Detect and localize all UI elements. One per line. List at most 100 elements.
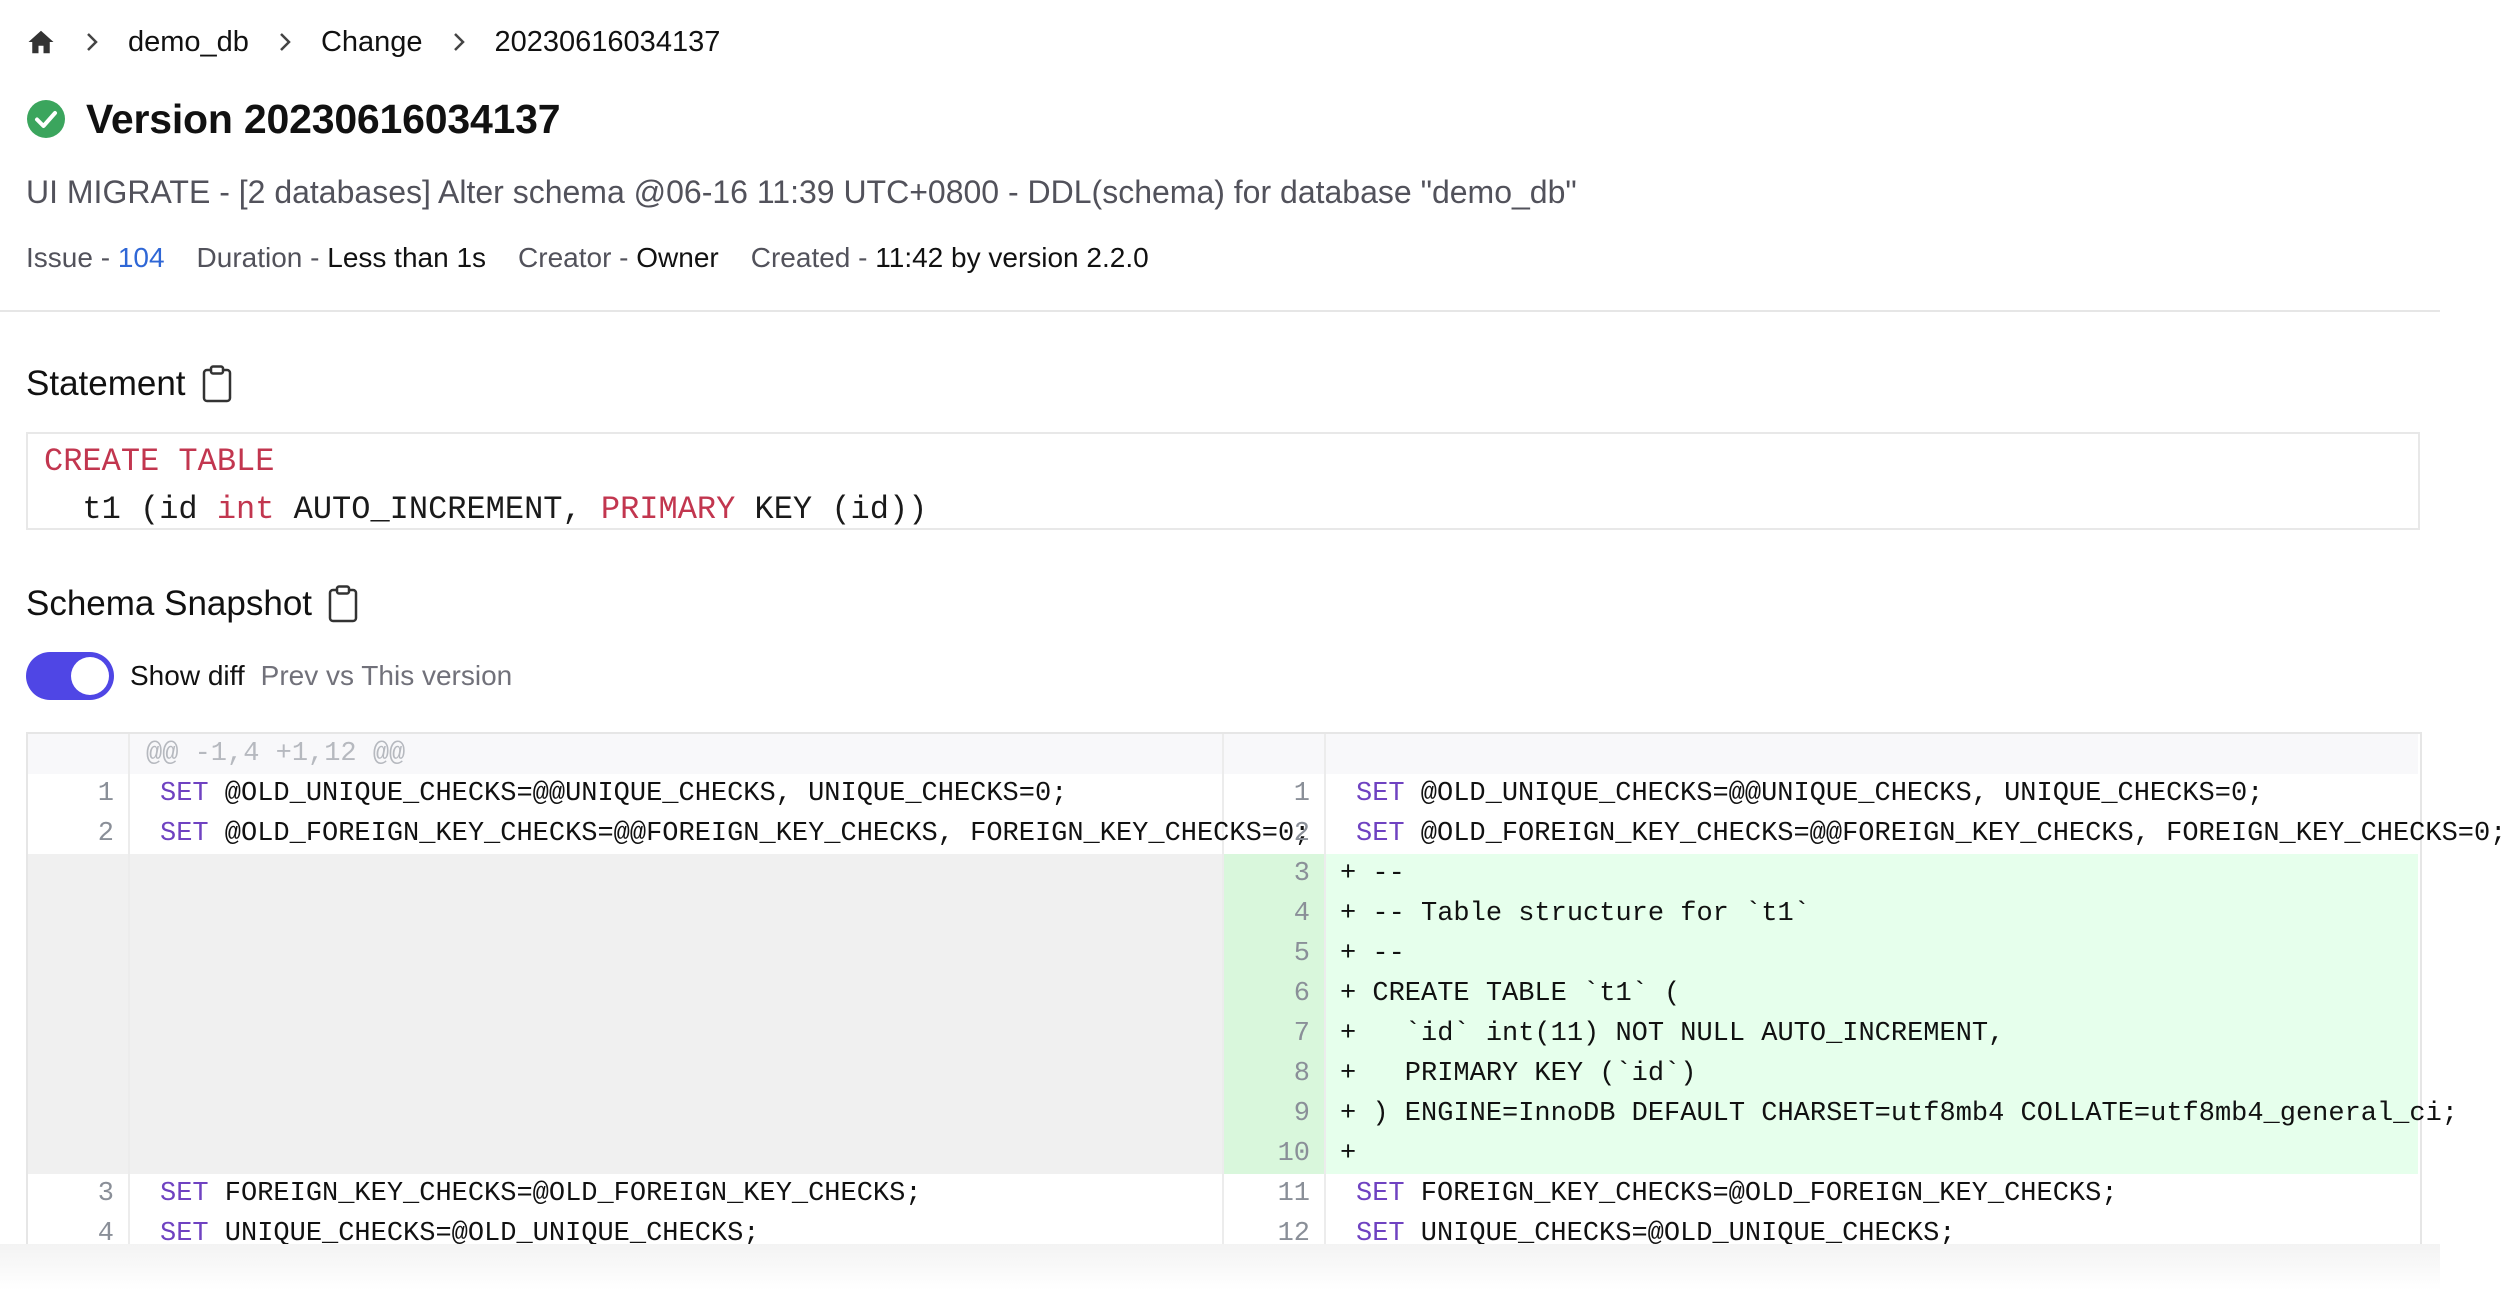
sql-text: @OLD_UNIQUE_CHECKS=@@UNIQUE_CHECKS, UNIQ… [1404, 779, 2264, 809]
diff-code-added: + CREATE TABLE `t1` ( [1326, 974, 2418, 1014]
show-diff-row: Show diff Prev vs This version [26, 650, 512, 702]
sql-text: AUTO_INCREMENT, [274, 491, 601, 528]
diff-row-added: 9 + ) ENGINE=InnoDB DEFAULT CHARSET=utf8… [28, 1094, 2458, 1134]
diff-row-added: 7 + `id` int(11) NOT NULL AUTO_INCREMENT… [28, 1014, 2420, 1054]
diff-code-added: + PRIMARY KEY (`id`) [1326, 1054, 2418, 1094]
line-number [28, 734, 130, 774]
diff-add-text: + ) ENGINE=InnoDB DEFAULT CHARSET=utf8mb… [1340, 1099, 2458, 1129]
sql-keyword: PRIMARY [600, 491, 736, 528]
toggle-knob [71, 657, 109, 695]
diff-code: SET @OLD_FOREIGN_KEY_CHECKS=@@FOREIGN_KE… [1326, 814, 2506, 854]
diff-code-empty [130, 854, 1224, 894]
diff-add-text: + PRIMARY KEY (`id`) [1340, 1059, 1697, 1089]
meta-creator: Creator - Owner [518, 238, 719, 278]
change-description: UI MIGRATE - [2 databases] Alter schema … [26, 174, 1577, 210]
line-number: 1 [28, 774, 130, 814]
diff-row-added: 10 + [28, 1134, 2420, 1174]
meta-creator-label: Creator - [518, 242, 637, 273]
issue-link[interactable]: 104 [117, 242, 165, 273]
title-row: Version 20230616034137 [26, 92, 561, 146]
chevron-right-icon [82, 30, 102, 54]
line-number [28, 934, 130, 974]
line-number: 4 [28, 1214, 130, 1254]
line-number: 4 [1224, 894, 1326, 934]
diff-add-text: + `id` int(11) NOT NULL AUTO_INCREMENT, [1340, 1019, 2005, 1049]
line-number: 1 [1224, 774, 1326, 814]
line-number: 9 [1224, 1094, 1326, 1134]
breadcrumb-item-database[interactable]: demo_db [128, 26, 249, 58]
diff-code-empty [130, 974, 1224, 1014]
diff-code-added: + ) ENGINE=InnoDB DEFAULT CHARSET=utf8mb… [1326, 1094, 2458, 1134]
diff-code-added: + -- Table structure for `t1` [1326, 894, 2418, 934]
diff-code-added: + `id` int(11) NOT NULL AUTO_INCREMENT, [1326, 1014, 2418, 1054]
diff-hunk-row: @@ -1,4 +1,12 @@ [28, 734, 2420, 774]
diff-row: 2 SET @OLD_FOREIGN_KEY_CHECKS=@@FOREIGN_… [28, 814, 2506, 854]
diff-code-added: + -- [1326, 934, 2418, 974]
line-number [28, 1014, 130, 1054]
line-number: 7 [1224, 1014, 1326, 1054]
line-number [28, 974, 130, 1014]
sql-text: t1 (id [44, 491, 217, 528]
line-number: 11 [1224, 1174, 1326, 1214]
meta-duration-value: Less than 1s [327, 242, 487, 273]
bottom-fade [0, 1244, 2440, 1290]
diff-code [1326, 734, 2418, 774]
sql-keyword: SET [1356, 779, 1405, 809]
diff-row: 1 SET @OLD_UNIQUE_CHECKS=@@UNIQUE_CHECKS… [28, 774, 2420, 814]
diff-add-text: + [1340, 1139, 1357, 1169]
statement-header: Statement [26, 364, 232, 404]
statement-line-2: t1 (id int AUTO_INCREMENT, PRIMARY KEY (… [44, 486, 2402, 534]
hunk-header: @@ -1,4 +1,12 @@ [130, 734, 1224, 774]
clipboard-icon[interactable] [202, 365, 232, 403]
meta-duration: Duration - Less than 1s [197, 238, 487, 278]
meta-row: Issue - 104 Duration - Less than 1s Crea… [26, 238, 1181, 278]
diff-code-added: + -- [1326, 854, 2418, 894]
divider [0, 310, 2440, 312]
success-check-icon [26, 99, 66, 139]
sql-keyword: int [216, 491, 275, 528]
schema-diff-viewer[interactable]: @@ -1,4 +1,12 @@ 1 SET @OLD_UNIQUE_CHECK… [26, 732, 2506, 1254]
sql-text: @OLD_FOREIGN_KEY_CHECKS=@@FOREIGN_KEY_CH… [208, 819, 1311, 849]
line-number [28, 894, 130, 934]
meta-duration-label: Duration - [196, 242, 328, 273]
diff-code-empty [130, 934, 1224, 974]
diff-code-empty [130, 1054, 1224, 1094]
sql-text: KEY (id)) [735, 491, 928, 528]
diff-compare-hint: Prev vs This version [260, 660, 513, 691]
diff-code-empty [130, 1014, 1224, 1054]
page: demo_db Change 20230616034137 Version 20… [0, 22, 2506, 1290]
line-number [28, 1134, 130, 1174]
line-number: 2 [28, 814, 130, 854]
show-diff-toggle[interactable] [26, 652, 114, 700]
clipboard-icon[interactable] [328, 585, 358, 623]
line-number: 5 [1224, 934, 1326, 974]
sql-keyword: SET [1356, 1179, 1405, 1209]
line-number [28, 854, 130, 894]
diff-code: SET FOREIGN_KEY_CHECKS=@OLD_FOREIGN_KEY_… [130, 1174, 1224, 1214]
breadcrumb: demo_db Change 20230616034137 [26, 22, 720, 62]
breadcrumb-item-change[interactable]: Change [320, 26, 423, 58]
diff-row-added: 8 + PRIMARY KEY (`id`) [28, 1054, 2420, 1094]
diff-code: SET @OLD_FOREIGN_KEY_CHECKS=@@FOREIGN_KE… [130, 814, 1310, 854]
sql-text: FOREIGN_KEY_CHECKS=@OLD_FOREIGN_KEY_CHEC… [1404, 1179, 2118, 1209]
sql-text: @OLD_FOREIGN_KEY_CHECKS=@@FOREIGN_KEY_CH… [1404, 819, 2506, 849]
meta-creator-value: Owner [636, 242, 719, 273]
sql-text: @OLD_UNIQUE_CHECKS=@@UNIQUE_CHECKS, UNIQ… [208, 779, 1068, 809]
statement-title: Statement [26, 364, 186, 403]
statement-line-1: CREATE TABLE [44, 438, 2402, 486]
meta-issue: Issue - 104 [26, 238, 165, 278]
sql-keyword: SET [160, 1179, 209, 1209]
meta-issue-label: Issue - [26, 242, 118, 273]
diff-code: SET @OLD_UNIQUE_CHECKS=@@UNIQUE_CHECKS, … [1326, 774, 2418, 814]
diff-code-added: + [1326, 1134, 2418, 1174]
line-number: 8 [1224, 1054, 1326, 1094]
diff-add-text: + -- Table structure for `t1` [1340, 899, 1810, 929]
line-number: 3 [28, 1174, 130, 1214]
home-icon[interactable] [26, 27, 56, 57]
diff-row-added: 3 + -- [28, 854, 2420, 894]
diff-add-text: + -- [1340, 939, 1405, 969]
diff-row-added: 4 + -- Table structure for `t1` [28, 894, 2420, 934]
sql-keyword: SET [1356, 819, 1405, 849]
chevron-right-icon [275, 30, 295, 54]
diff-row-added: 5 + -- [28, 934, 2420, 974]
